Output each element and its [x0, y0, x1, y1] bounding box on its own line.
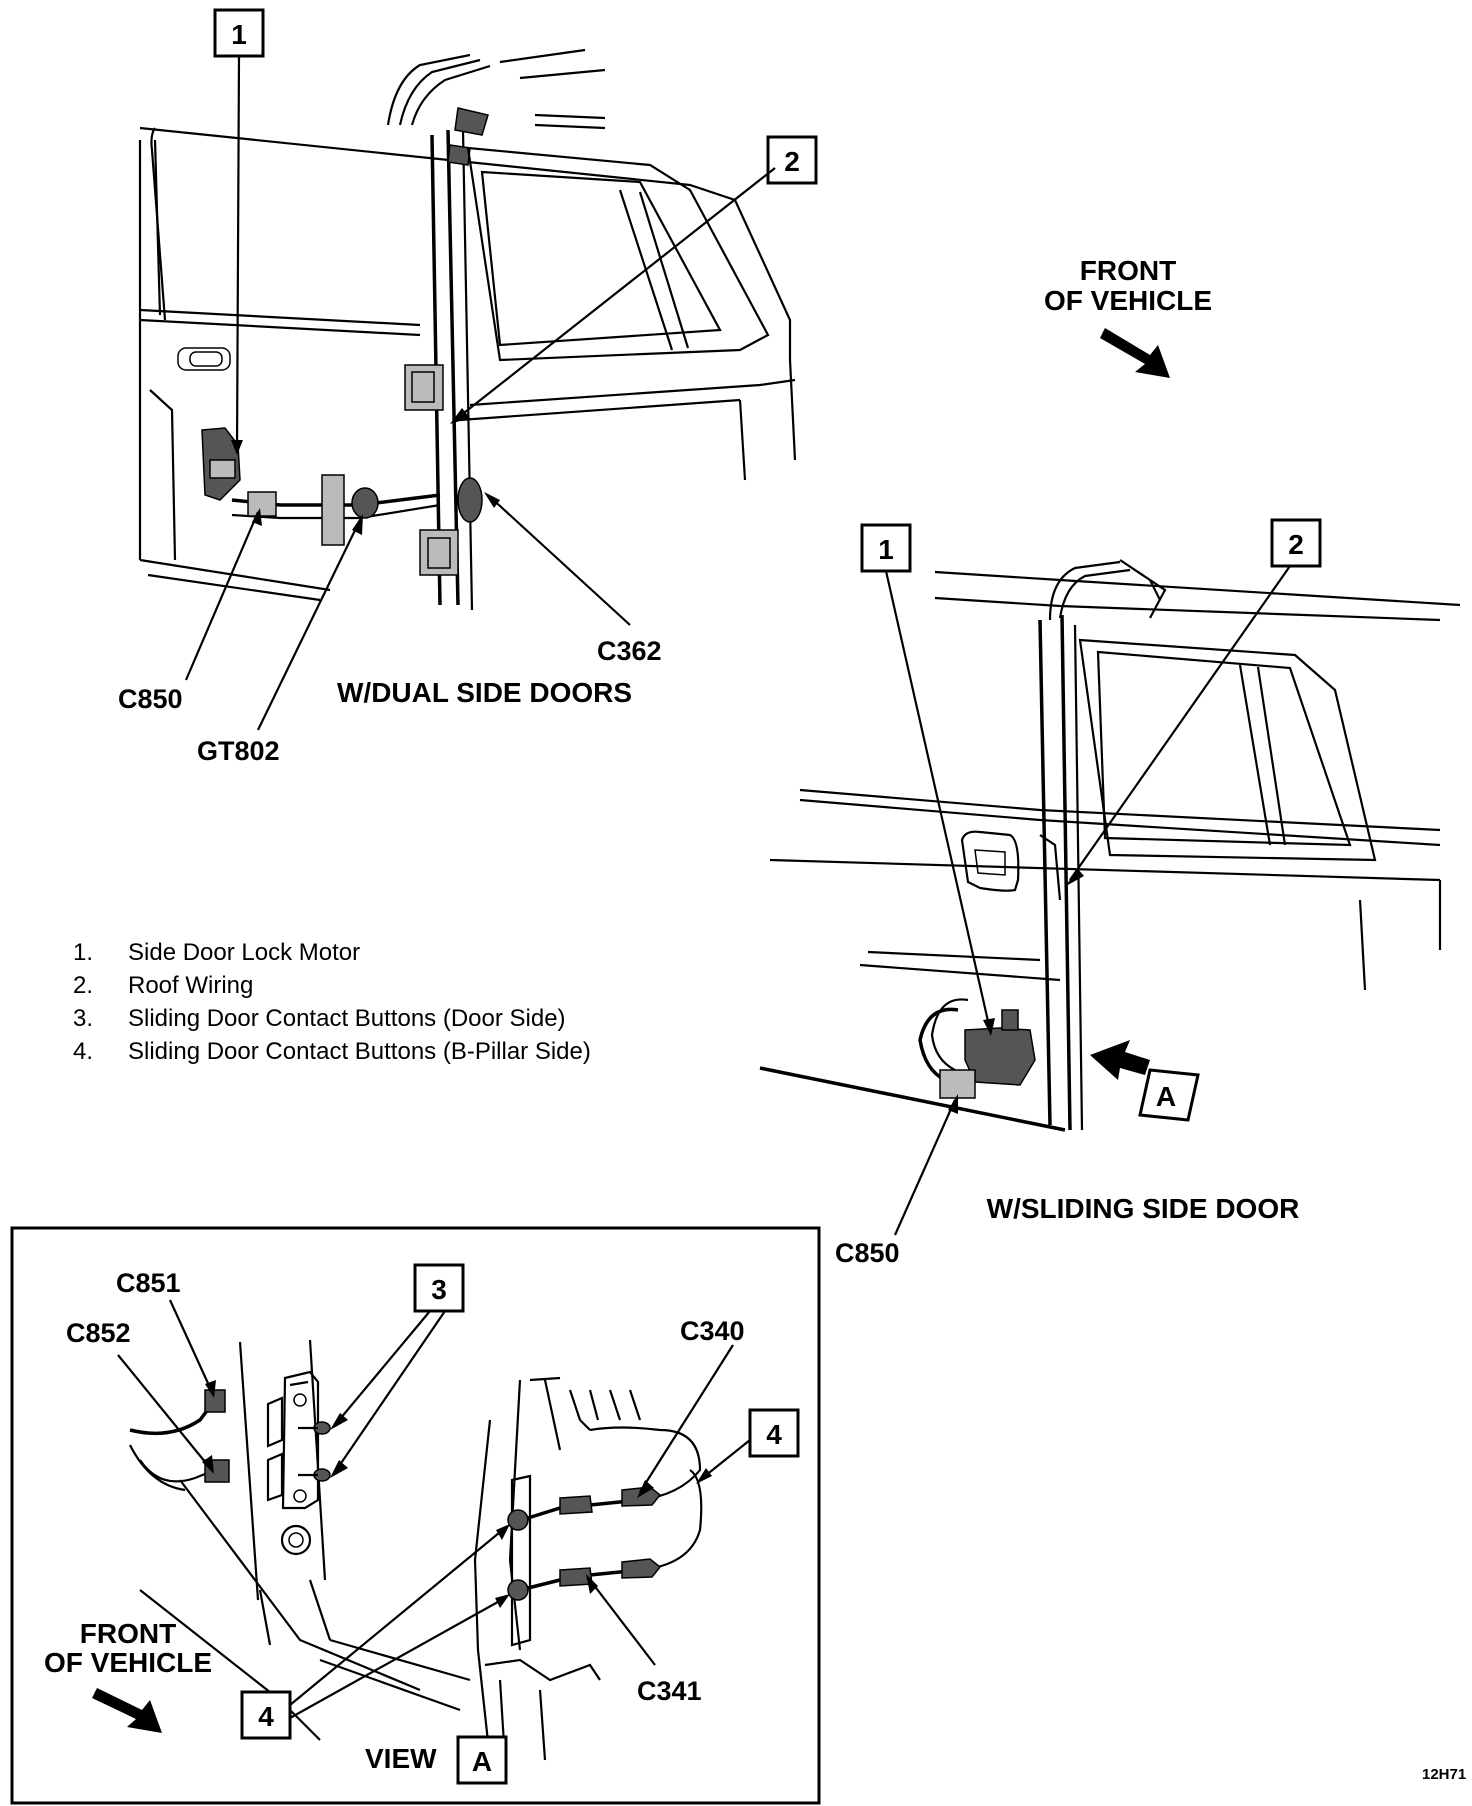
- svg-text:4.: 4.: [73, 1038, 93, 1065]
- svg-text:1: 1: [878, 534, 894, 565]
- leader-c340: [639, 1344, 734, 1493]
- leader-1-sliding: [884, 570, 992, 1031]
- callout-2-top: 2: [766, 135, 818, 185]
- view-a-arrow-icon: [1090, 1040, 1150, 1080]
- leader-2-top: [454, 167, 776, 421]
- leader-c850-top: [184, 511, 260, 681]
- label-c850-top: C850: [118, 684, 183, 714]
- callout-1-sliding: 1: [860, 523, 912, 573]
- label-c362: C362: [597, 636, 662, 666]
- svg-text:A: A: [1156, 1081, 1176, 1112]
- leader-1-top: [235, 55, 241, 451]
- front-of-vehicle-view-a: FRONT OF VEHICLE: [44, 1618, 212, 1733]
- svg-text:FRONT: FRONT: [1080, 255, 1176, 286]
- label-c850-sliding: C850: [835, 1238, 900, 1268]
- svg-text:OF VEHICLE: OF VEHICLE: [1044, 285, 1212, 316]
- callout-4-right: 4: [748, 1408, 800, 1458]
- svg-text:3.: 3.: [73, 1005, 93, 1032]
- leader-c362: [487, 494, 631, 626]
- figure-id: 12H71: [1422, 1766, 1466, 1783]
- svg-text:4: 4: [258, 1701, 274, 1732]
- leader-gt802: [257, 519, 361, 731]
- view-a-marker: A: [1090, 1040, 1200, 1122]
- leader-3b: [334, 1310, 446, 1473]
- svg-text:FRONT: FRONT: [80, 1618, 176, 1649]
- leader-c341: [589, 1579, 656, 1666]
- front-arrow-view-a-icon: [92, 1688, 162, 1733]
- view-a-label: VIEW A: [365, 1735, 508, 1785]
- front-of-vehicle-top: FRONT OF VEHICLE: [1044, 255, 1212, 378]
- leader-2-sliding: [1069, 565, 1291, 881]
- label-c852: C852: [66, 1318, 131, 1348]
- svg-text:2.: 2.: [73, 972, 93, 999]
- caption-dual-doors: W/DUAL SIDE DOORS: [337, 677, 632, 708]
- label-gt802: GT802: [197, 736, 280, 766]
- view-a-drawing: [129, 1339, 703, 1761]
- svg-text:1: 1: [231, 19, 247, 50]
- leader-4-bottom-a: [289, 1527, 506, 1706]
- leader-c851: [168, 1299, 214, 1393]
- svg-text:Sliding Door Contact Buttons (: Sliding Door Contact Buttons (Door Side): [128, 1005, 566, 1032]
- dual-door-vehicle-body: [138, 48, 797, 611]
- callout-4-bottom: 4: [240, 1690, 292, 1740]
- label-c851: C851: [116, 1268, 181, 1298]
- leader-c852: [117, 1354, 211, 1469]
- svg-text:2: 2: [1288, 529, 1304, 560]
- svg-text:OF VEHICLE: OF VEHICLE: [44, 1647, 212, 1678]
- caption-sliding-door: W/SLIDING SIDE DOOR: [987, 1193, 1300, 1224]
- svg-text:1.: 1.: [73, 939, 93, 966]
- front-arrow-top-icon: [1100, 328, 1170, 378]
- label-c340: C340: [680, 1316, 745, 1346]
- leader-c850-sliding: [893, 1099, 957, 1236]
- callout-1-top: 1: [213, 8, 265, 58]
- svg-text:4: 4: [766, 1419, 782, 1450]
- sliding-door-vehicle-body: [759, 559, 1461, 1132]
- svg-text:2: 2: [784, 146, 800, 177]
- label-c341: C341: [637, 1676, 702, 1706]
- svg-text:VIEW: VIEW: [365, 1743, 437, 1774]
- svg-text:3: 3: [431, 1274, 447, 1305]
- callout-3: 3: [413, 1263, 465, 1313]
- legend: 1. Side Door Lock Motor 2. Roof Wiring 3…: [73, 939, 591, 1065]
- callout-2-sliding: 2: [1270, 518, 1322, 568]
- svg-text:A: A: [472, 1746, 492, 1777]
- leader-4-bottom-b: [289, 1597, 506, 1719]
- svg-text:Roof Wiring: Roof Wiring: [128, 972, 253, 999]
- leader-3a: [334, 1310, 431, 1426]
- svg-text:Sliding Door Contact Buttons (: Sliding Door Contact Buttons (B-Pillar S…: [128, 1038, 591, 1065]
- svg-text:Side Door Lock Motor: Side Door Lock Motor: [128, 939, 360, 966]
